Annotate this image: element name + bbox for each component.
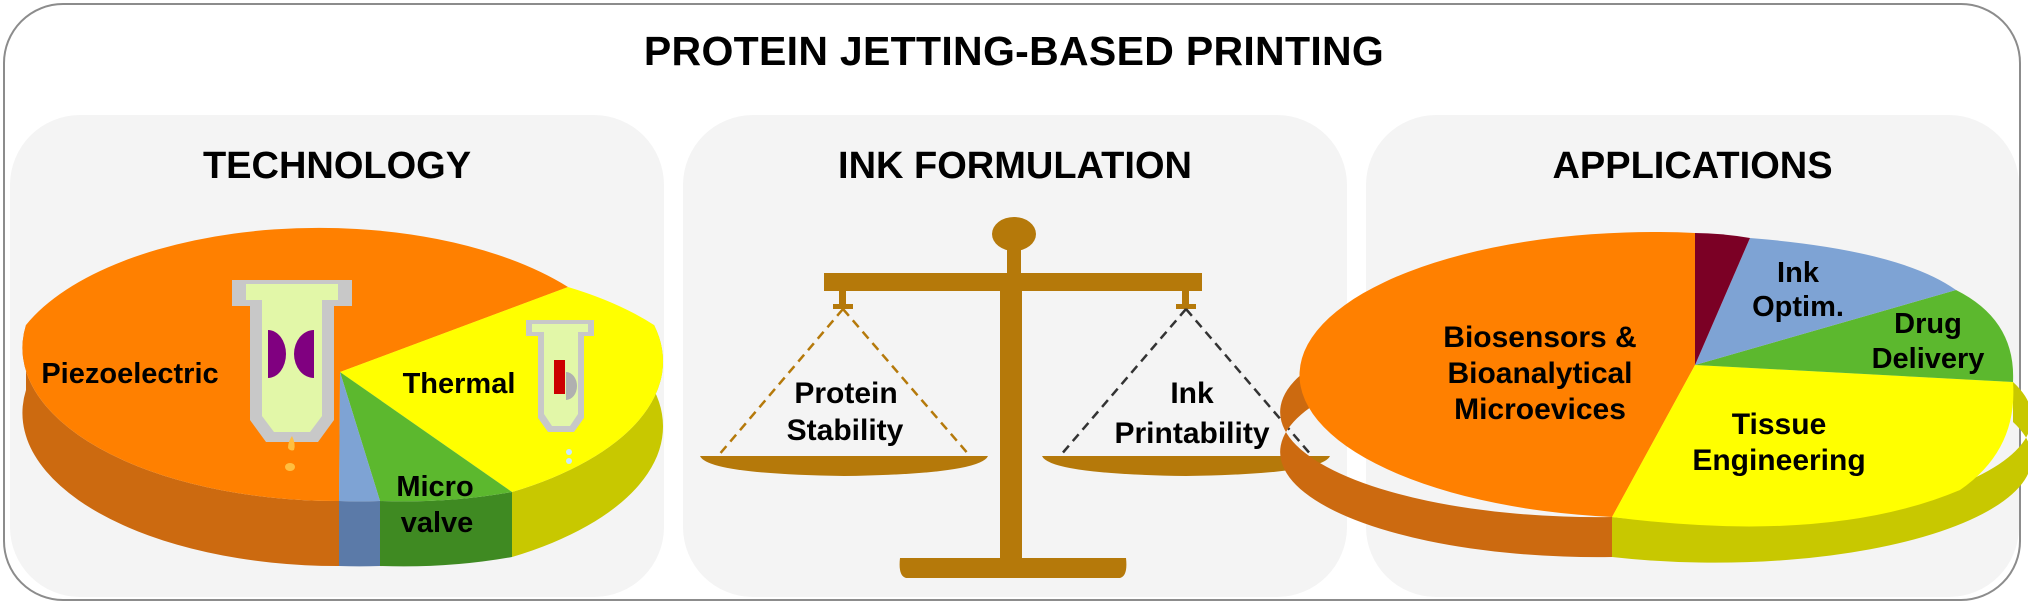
scale-top-neck: [1007, 248, 1021, 274]
tech-label-piezoelectric: Piezoelectric: [41, 358, 218, 390]
app-slice-biosensors-fill: [1383, 233, 1695, 517]
tech-label-thermal: Thermal: [403, 368, 516, 400]
scale-strings: [717, 308, 1313, 457]
right-pan-label-line2: Printability: [1114, 417, 1269, 450]
app-pie-side-orange: [1280, 335, 1612, 558]
app-slice-tissue: [1612, 365, 2014, 527]
ink-formulation-title: INK FORMULATION: [838, 145, 1192, 187]
app-slice-red: [1695, 233, 1750, 365]
app-label-tissue-line1: Tissue: [1732, 408, 1827, 441]
scale-beam: [824, 273, 1202, 291]
app-label-ink-line1: Ink: [1777, 257, 1820, 289]
app-label-ink-line2: Optim.: [1752, 291, 1844, 323]
scale-base: [899, 558, 1127, 578]
app-label-biosensors-line3: Microevices: [1454, 393, 1626, 426]
tech-slice-blue: [339, 372, 380, 502]
app-label-biosensors-line1: Biosensors &: [1443, 321, 1636, 354]
tech-label-microvalve-line2: valve: [401, 507, 474, 539]
technology-title: TECHNOLOGY: [202, 145, 472, 187]
app-label-tissue-line2: Engineering: [1692, 444, 1865, 477]
applications-title: APPLICATIONS: [1552, 145, 1833, 187]
scale-top-knob: [992, 217, 1036, 251]
app-pie-side-yellow: [1612, 382, 2028, 563]
app-label-biosensors-line2: Bioanalytical: [1447, 357, 1632, 390]
left-pan: [700, 456, 988, 476]
scale-pillar: [1000, 291, 1022, 561]
tech-pie-side-blue: [339, 501, 380, 567]
tech-pie-side-orange: [22, 325, 339, 567]
app-label-drug-line1: Drug: [1894, 308, 1962, 340]
left-pan-label-line1: Protein: [794, 377, 897, 410]
app-slice-drug: [1695, 290, 2014, 382]
tech-pie-side-yellow: [512, 325, 664, 557]
tech-pie-side-green: [380, 492, 512, 567]
thermal-nozzle-icon: [526, 320, 594, 464]
piezo-nozzle-icon: [232, 280, 352, 471]
tech-label-microvalve-line1: Micro: [396, 471, 473, 503]
technology-pie: Piezoelectric Thermal Micro valve: [22, 227, 664, 567]
tech-slice-microvalve: [340, 372, 512, 502]
balance-scale-icon: [700, 217, 1330, 578]
applications-pie: Biosensors & Bioanalytical Microevices T…: [1280, 232, 2028, 563]
app-label-drug-line2: Delivery: [1872, 343, 1985, 375]
main-title: PROTEIN JETTING-BASED PRINTING: [643, 28, 1385, 74]
right-pan-label-line1: Ink: [1170, 377, 1214, 410]
app-slice-ink-optim: [1695, 238, 1956, 365]
right-pan: [1042, 456, 1330, 476]
left-pan-label-line2: Stability: [787, 414, 904, 447]
